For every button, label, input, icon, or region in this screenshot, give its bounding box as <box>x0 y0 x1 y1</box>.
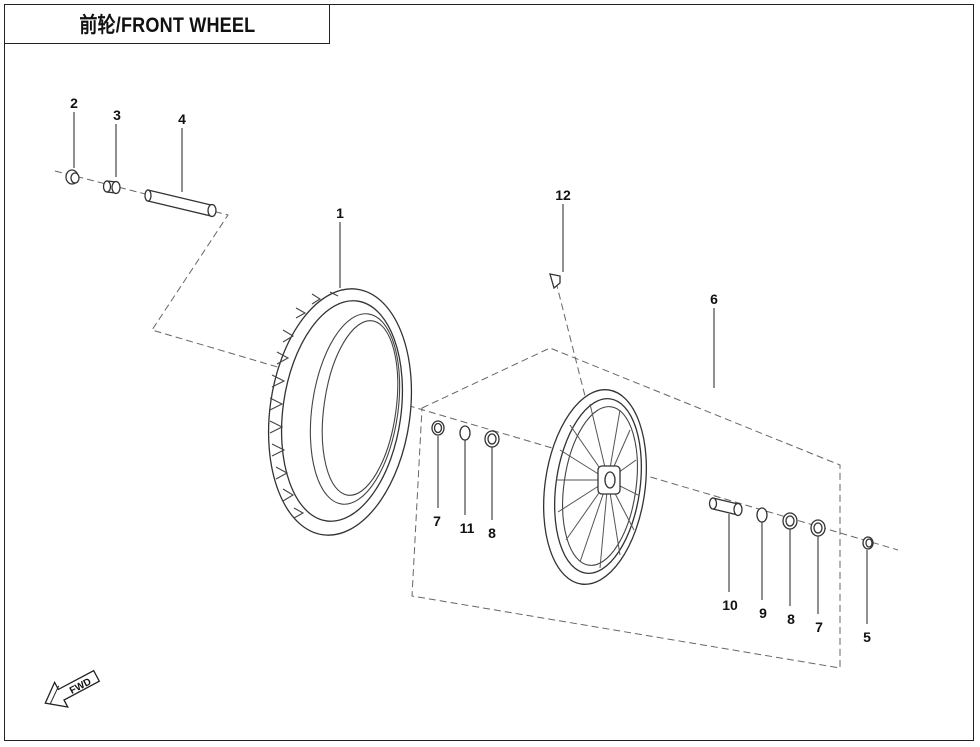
callout-11: 11 <box>460 520 475 536</box>
axle-nut <box>65 169 80 185</box>
page-title: 前轮/FRONT WHEEL <box>79 14 255 37</box>
valve-guide-line <box>555 281 586 397</box>
callout-6: 6 <box>710 291 718 307</box>
callout-7a: 7 <box>433 513 441 529</box>
oil-seal-left <box>431 420 445 436</box>
callout-10: 10 <box>722 597 738 613</box>
callout-labels: 1 2 3 4 5 6 7 7 8 8 9 10 11 12 <box>70 95 871 645</box>
bearing-left <box>484 430 500 448</box>
fwd-label: FWD <box>68 676 93 696</box>
callout-7b: 7 <box>815 619 823 635</box>
bearing-right <box>782 512 798 530</box>
oil-seal-right <box>810 519 826 537</box>
title-box: 前轮/FRONT WHEEL <box>4 4 330 44</box>
callout-8b: 8 <box>787 611 795 627</box>
leader-lines <box>73 112 868 624</box>
callout-9: 9 <box>759 605 767 621</box>
spacer-tube <box>708 497 743 517</box>
wheel-group-outline <box>411 347 841 669</box>
callout-5: 5 <box>863 629 871 645</box>
callout-12: 12 <box>555 187 571 203</box>
tire-valve <box>549 273 561 290</box>
fwd-arrow-icon: FWD <box>44 669 101 708</box>
axle-centerline <box>54 170 899 551</box>
callout-4: 4 <box>178 111 186 127</box>
washer <box>756 507 768 523</box>
drawing-frame <box>4 4 974 741</box>
circlip <box>459 425 471 441</box>
hub-bore <box>604 471 616 489</box>
front-tire <box>267 288 413 536</box>
collar-right <box>862 536 874 550</box>
callout-2: 2 <box>70 95 78 111</box>
callout-1: 1 <box>336 205 344 221</box>
callout-8a: 8 <box>488 525 496 541</box>
assembly-guides <box>54 170 899 669</box>
spoke-wheel <box>542 389 648 585</box>
front-axle <box>144 189 217 218</box>
callout-3: 3 <box>113 107 121 123</box>
axle-collar <box>102 180 121 195</box>
tire-tread-pattern <box>269 291 339 519</box>
